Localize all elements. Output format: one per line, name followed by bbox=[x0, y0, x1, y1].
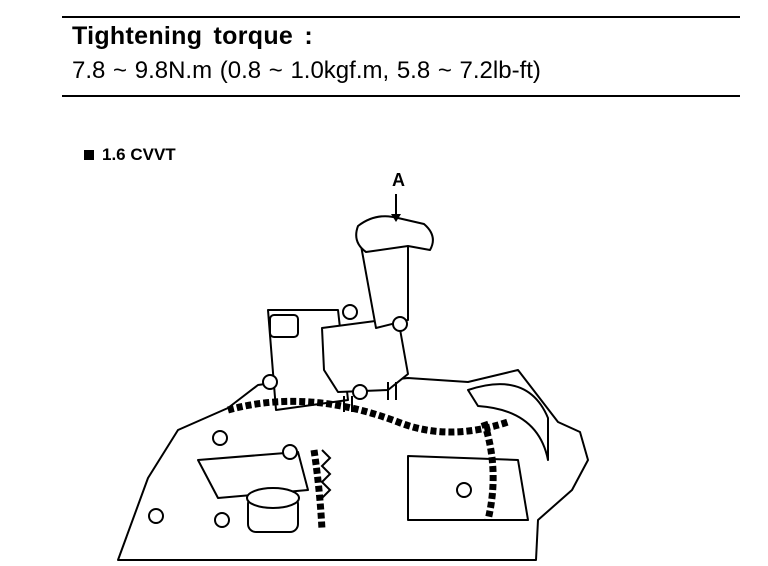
torque-value: 7.8 ~ 9.8N.m (0.8 ~ 1.0kgf.m, 5.8 ~ 7.2l… bbox=[72, 57, 541, 84]
top-rule bbox=[62, 16, 740, 18]
bullet-icon bbox=[84, 150, 94, 160]
callout-a-label: A bbox=[392, 170, 405, 190]
torque-title: Tightening torque : bbox=[72, 22, 313, 50]
section-label: 1.6 CVVT bbox=[102, 145, 176, 164]
bottom-rule bbox=[62, 95, 740, 97]
section-heading: 1.6 CVVT bbox=[84, 145, 176, 165]
engine-illustration bbox=[117, 194, 589, 561]
